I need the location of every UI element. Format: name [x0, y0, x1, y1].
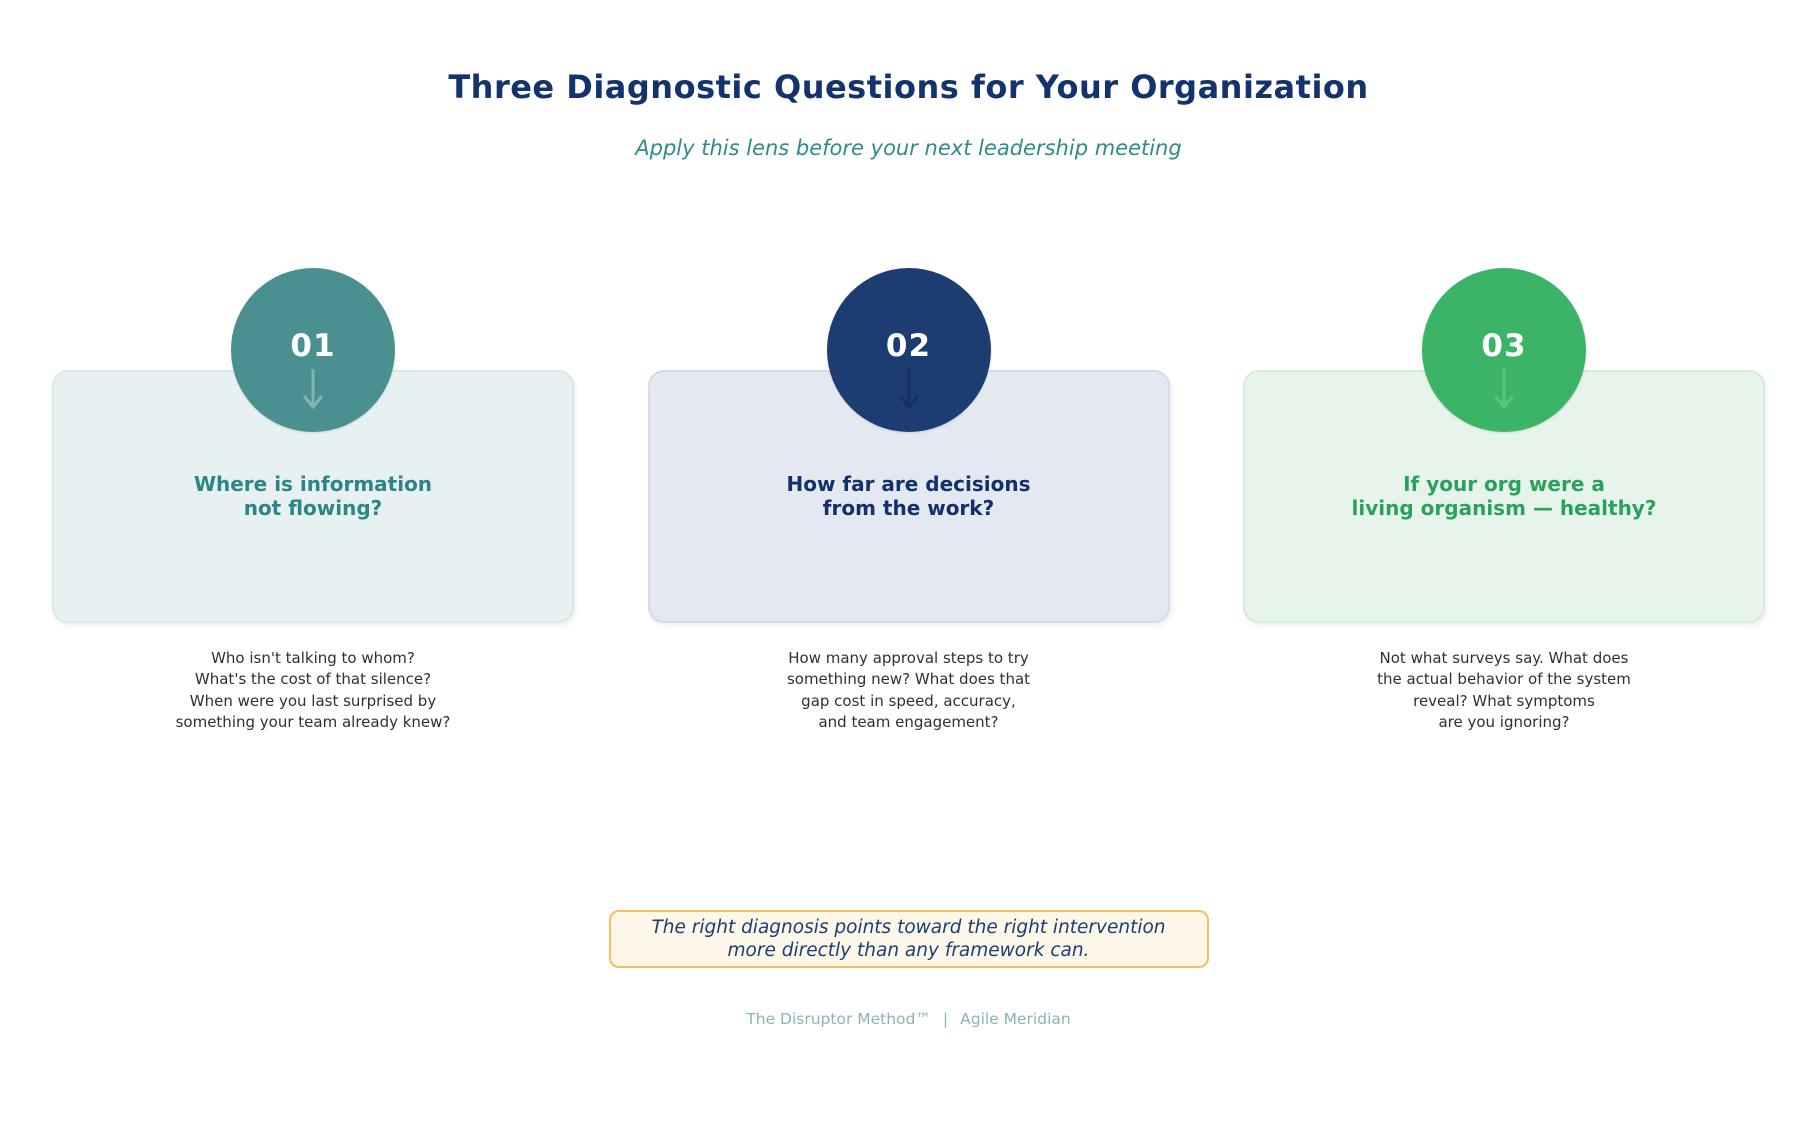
footer-brand: The Disruptor Method™: [746, 1010, 931, 1029]
question-description-3: Not what surveys say. What does the actu…: [1377, 649, 1631, 731]
diagnostic-column-2: 02 How far are decisions from the work? …: [647, 268, 1170, 733]
question-description-1: Who isn't talking to whom? What's the co…: [175, 649, 451, 731]
question-description-2: How many approval steps to try something…: [786, 649, 1031, 731]
question-text-3: If your org were a living organism — hea…: [1351, 471, 1657, 520]
diagnostic-column-1: 01 Where is information not flowing? Who…: [52, 268, 574, 733]
down-arrow-icon: [302, 369, 324, 410]
question-text-1: Where is information not flowing?: [193, 471, 433, 520]
footer-separator: |: [942, 1010, 949, 1029]
step-number-2: 02: [885, 328, 932, 364]
question-text-2: How far are decisions from the work?: [786, 471, 1031, 520]
diagnostic-column-3: 03 If your org were a living organism — …: [1243, 268, 1765, 733]
diagnostic-columns: 01 Where is information not flowing? Who…: [0, 268, 1817, 733]
step-number-circle-1: 01: [231, 268, 395, 432]
page-subtitle: Apply this lens before your next leaders…: [635, 136, 1182, 160]
footer-company: Agile Meridian: [960, 1010, 1071, 1029]
page-title: Three Diagnostic Questions for Your Orga…: [448, 68, 1369, 106]
step-number-circle-2: 02: [826, 268, 991, 432]
down-arrow-icon: [898, 369, 919, 410]
step-number-3: 03: [1481, 328, 1527, 364]
takeaway-quote-box: The right diagnosis points toward the ri…: [608, 910, 1209, 969]
step-number-1: 01: [290, 328, 336, 364]
step-number-circle-3: 03: [1422, 268, 1586, 432]
takeaway-quote-text: The right diagnosis points toward the ri…: [651, 916, 1166, 962]
footer: The Disruptor Method™ | Agile Meridian: [0, 1010, 1817, 1028]
down-arrow-icon: [1493, 369, 1515, 410]
slide: Three Diagnostic Questions for Your Orga…: [0, 68, 1817, 1135]
